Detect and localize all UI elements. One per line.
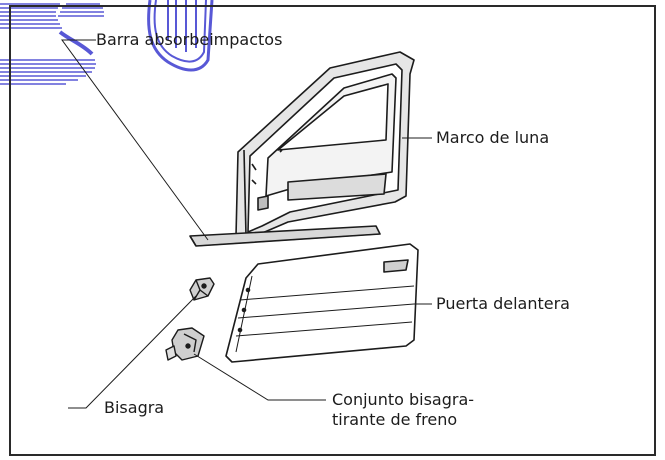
label-front-door: Puerta delantera (436, 294, 570, 313)
label-hinge-check-assembly: Conjunto bisagra- tirante de freno (332, 390, 475, 429)
label-impact-bar: Barra absorbeimpactos (96, 30, 283, 49)
label-window-frame: Marco de luna (436, 128, 550, 147)
hinge-check-assembly-part (165, 327, 205, 361)
impact-bar-part (189, 225, 381, 247)
front-door-part (225, 243, 419, 363)
leader-barra (61, 39, 209, 241)
label-hinge: Bisagra (104, 398, 165, 417)
leader-lines (61, 39, 432, 409)
diagram-frame (9, 5, 656, 456)
leader-conjunto (193, 353, 326, 401)
hinge-part (189, 277, 215, 301)
window-frame-part (235, 51, 415, 237)
leader-bisagra (68, 295, 197, 409)
